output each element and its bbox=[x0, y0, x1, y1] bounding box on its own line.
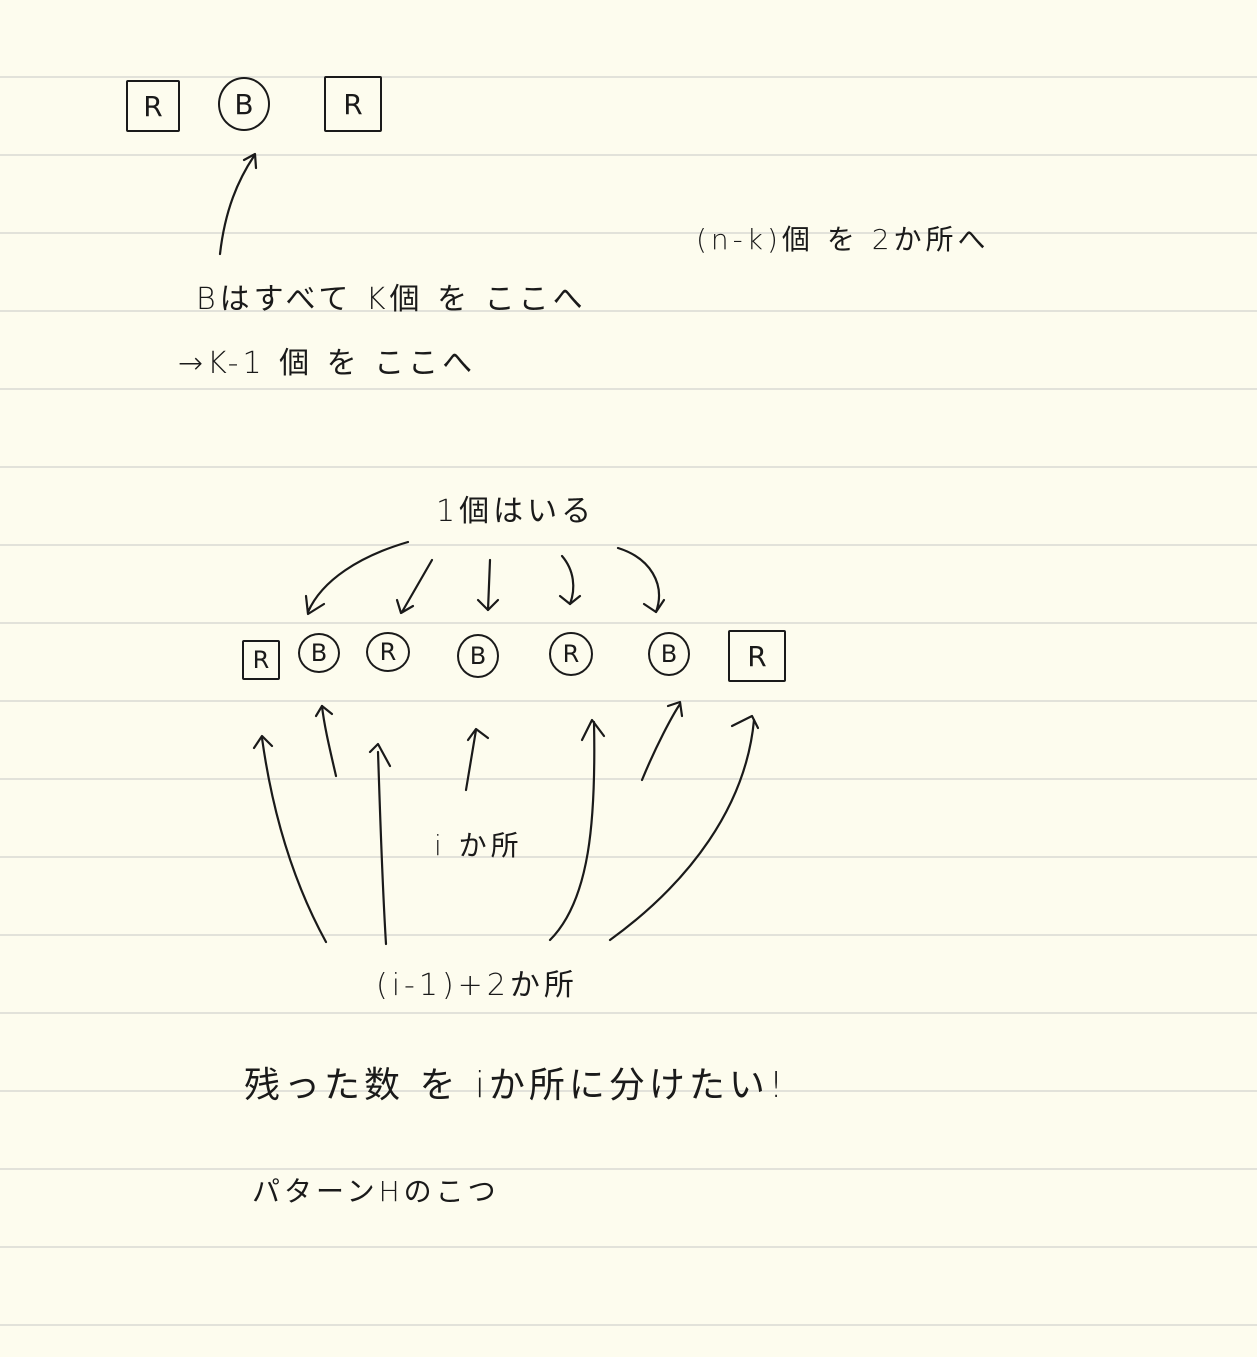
token-blue-circle: B bbox=[218, 77, 270, 131]
token-red-square: R bbox=[324, 76, 382, 132]
arrow-i-2 bbox=[464, 728, 478, 792]
arrow-b-2 bbox=[376, 750, 388, 946]
arrowhead bbox=[242, 152, 258, 170]
arrowhead bbox=[580, 718, 606, 742]
note-i-places: i か所 bbox=[434, 829, 523, 862]
arrow-i-1 bbox=[320, 704, 338, 778]
note-right: (n-k)個 を 2か所へ bbox=[696, 223, 990, 256]
arrowhead bbox=[395, 598, 415, 615]
note-line-1: Bはすべて K個 を ここへ bbox=[196, 282, 587, 317]
arrow-b-4 bbox=[608, 718, 756, 942]
note-one-enters: 1個はいる bbox=[436, 494, 596, 529]
arrow-gap-2 bbox=[400, 558, 434, 614]
arrowhead bbox=[304, 594, 326, 616]
arrow-gap-5 bbox=[616, 546, 661, 614]
arrowhead bbox=[666, 700, 684, 718]
token-blue-circle: B bbox=[648, 632, 690, 676]
arrowhead bbox=[642, 598, 666, 614]
token-red-square: R bbox=[728, 630, 786, 682]
note-pattern: パターンHのこつ bbox=[252, 1175, 500, 1208]
arrow-b-1 bbox=[260, 736, 328, 944]
arrowhead bbox=[314, 704, 334, 718]
arrow-to-top-b bbox=[218, 154, 256, 256]
arrowhead bbox=[730, 714, 760, 730]
token-red-square: R bbox=[242, 640, 280, 680]
token-blue-circle: B bbox=[298, 633, 340, 673]
arrow-gap-1 bbox=[306, 540, 410, 614]
arrowhead bbox=[252, 734, 274, 750]
note-bottom-places: (i-1)+2か所 bbox=[376, 968, 578, 1003]
arrowhead bbox=[466, 727, 490, 742]
token-red-circle: R bbox=[549, 632, 593, 676]
arrow-b-3 bbox=[548, 720, 596, 942]
arrow-gap-3 bbox=[486, 558, 492, 612]
arrowhead bbox=[368, 742, 392, 768]
note-conclusion: 残った数 を iか所に分けたい! bbox=[244, 1065, 788, 1106]
note-line-2: →K-1 個 を ここへ bbox=[178, 346, 477, 381]
arrow-i-3 bbox=[640, 702, 682, 782]
token-blue-circle: B bbox=[457, 634, 499, 678]
token-red-circle: R bbox=[366, 632, 410, 672]
arrow-gap-4 bbox=[560, 554, 575, 606]
arrowhead bbox=[476, 598, 500, 612]
arrowhead bbox=[558, 594, 582, 606]
token-red-square: R bbox=[126, 80, 180, 132]
